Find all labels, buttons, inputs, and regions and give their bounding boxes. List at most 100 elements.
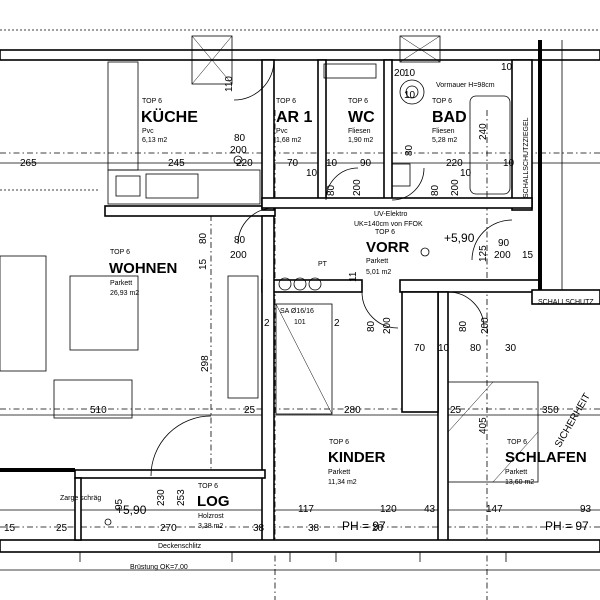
door-kueche-swing [237,207,275,245]
note-sa-num: 101 [294,319,306,326]
schlafen-name: SCHLAFEN [505,449,587,466]
living-kinder-wall [261,215,275,547]
kitchen-tall-cabinet [107,61,139,171]
dim-405: 405 [478,417,489,434]
wc-bowl-icon [399,79,425,105]
closet-circle-3 [308,277,322,291]
schallschutz-wall [531,289,600,305]
dim-10f: 10 [306,168,318,179]
dim-15a: 15 [198,258,209,270]
light-icon-kueche [233,155,243,165]
ar-wc-wall [317,59,327,201]
bad-area: 5,28 m2 [432,137,457,144]
room-kinder: TOP 6 KINDER Parkett 11,34 m2 [328,439,386,486]
door-bad-swing [391,167,425,201]
dim-10c: 10 [404,68,416,79]
kinder-top-wall-left [261,279,363,293]
dim-220a: 220 [236,158,253,169]
note-ph1: PH = 97 [342,519,386,533]
dim-80b: 80 [326,184,337,196]
washbasin [391,163,411,187]
dim-147: 147 [486,504,503,515]
shafts [191,35,539,483]
dim-15c: 15 [4,523,16,534]
dim-38a: 38 [253,523,265,534]
schlafen-area: 13,60 m2 [505,479,534,486]
dim-350: 350 [542,405,559,416]
walls [0,40,600,571]
kitchen-right-wall [261,59,275,211]
dim-265: 265 [20,158,37,169]
note-level-log: +5,90 [116,503,147,517]
doors [150,59,513,477]
room-wohnen: TOP 6 WOHNEN Parkett 26,93 m2 [109,249,177,297]
vorr-name: VORR [366,239,410,256]
bad-top: TOP 6 [432,98,452,105]
dim-10e: 10 [501,62,513,73]
dim-70b: 70 [414,343,426,354]
wohnen-floor: Parkett [110,280,132,287]
kinder-top: TOP 6 [329,439,349,446]
living-table [69,275,139,351]
wohnen-name: WOHNEN [109,260,177,277]
bathtub [469,95,511,195]
note-pt: PT [318,261,328,268]
schlafen-shaft [447,381,539,483]
dim-200a: 200 [230,145,247,156]
wc-shaft [399,35,441,63]
vorr-top-wall [261,197,533,209]
kueche-floor: Pvc [142,128,154,135]
kitchen-living-wall [104,205,276,217]
dim-10a: 10 [326,158,338,169]
room-kueche: TOP 6 KÜCHE Pvc 6,13 m2 [141,98,198,144]
log-left-wall [74,477,82,541]
kueche-top: TOP 6 [142,98,162,105]
dim-25c: 25 [56,523,68,534]
dim-95: 95 [114,498,125,510]
dim-298: 298 [200,355,211,372]
note-uk: UK=140cm von FFOK [354,221,423,228]
dim-200e: 200 [494,250,511,261]
wohnen-top: TOP 6 [110,249,130,256]
dim-30: 30 [505,343,517,354]
room-schlafen: TOP 6 SCHLAFEN Parkett 13,60 m2 [505,439,587,486]
door-log-swing [150,415,212,477]
kinder-area: 11,34 m2 [328,479,357,486]
kitchen-counter [107,169,261,205]
note-sicherheit: SICHERHEIT [553,392,593,450]
ar1-top: TOP 6 [276,98,296,105]
log-floor: Holzrost [198,513,224,520]
note-zarge: Zarge schräg [60,495,101,502]
vorr-floor: Parkett [366,258,388,265]
dim-200d: 200 [230,250,247,261]
dim-11: 11 [348,271,359,282]
bad-floor: Fliesen [432,128,455,135]
sofa [0,255,47,372]
kueche-name: KÜCHE [141,107,198,126]
dim-110: 110 [224,76,235,92]
dim-25b: 25 [450,405,462,416]
schlafen-floor: Parkett [505,469,527,476]
closet-circle-1 [278,277,292,291]
stove [115,175,141,197]
dim-20b: 20 [372,523,384,534]
dim-80d2: 80 [234,235,246,246]
wohnen-area: 26,93 m2 [110,290,139,297]
corridor-wall [401,291,439,413]
log-area: 3,38 m2 [198,523,223,530]
dim-80g: 80 [458,320,469,332]
dim-43: 43 [424,504,436,515]
dim-80a: 80 [234,133,246,144]
wc-floor: Fliesen [348,128,371,135]
ar1-floor: Pvc [276,128,288,135]
bad-name: BAD [432,109,467,126]
kueche-area: 6,13 m2 [142,137,167,144]
note-vormauer: Vormauer H=98cm [436,82,495,89]
fixtures [0,61,511,526]
wc-top: TOP 6 [348,98,368,105]
room-vorr: TOP 6 VORR Parkett 5,01 m2 [366,229,410,276]
window-marks [79,552,507,562]
top-wall [0,49,600,61]
light-icon-log [104,518,112,526]
